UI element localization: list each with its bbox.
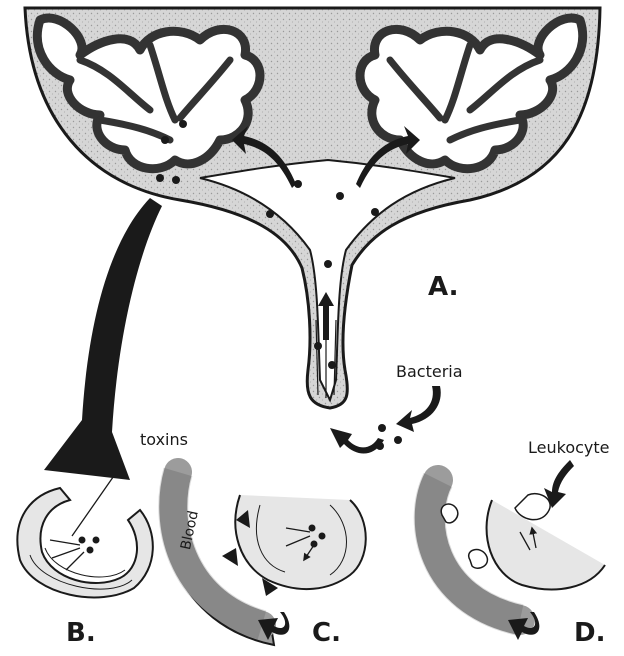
panel-d-graphic: [430, 460, 605, 640]
alveolus-b: [17, 470, 152, 597]
panel-label-a: A.: [428, 272, 458, 302]
leukocyte-label: Leukocyte: [528, 438, 609, 457]
panel-label-d: D.: [574, 618, 605, 648]
panel-label-c: C.: [312, 618, 341, 648]
panel-label-b: B.: [66, 618, 96, 648]
entry-arrow: [330, 428, 384, 454]
bacteria-label-arrow: [396, 386, 441, 432]
bacteria-label: Bacteria: [396, 362, 463, 381]
toxins-label: toxins: [140, 430, 188, 449]
